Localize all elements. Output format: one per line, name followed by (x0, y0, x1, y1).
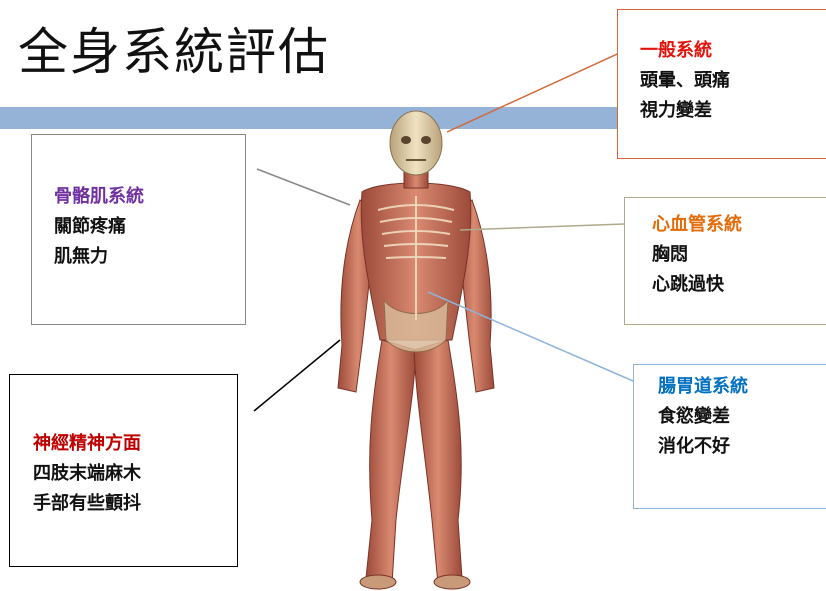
connector-cardiovascular (459, 223, 625, 231)
general-system-heading: 一般系統 (640, 40, 712, 61)
gastrointestinal-system-box: 腸胃道系統 食慾變差 消化不好 (633, 364, 826, 509)
gastrointestinal-heading: 腸胃道系統 (658, 376, 748, 397)
cardiovascular-heading: 心血管系統 (652, 214, 742, 235)
cardiovascular-symptom-1: 胸悶 (652, 244, 688, 265)
general-symptom-1: 頭暈、頭痛 (640, 70, 730, 91)
neuro-psych-symptom-2: 手部有些顫抖 (33, 493, 141, 514)
page-title: 全身系統評估 (18, 23, 330, 81)
general-system-box: 一般系統 頭暈、頭痛 視力變差 (617, 9, 826, 159)
connector-gastrointestinal (427, 291, 634, 382)
gastrointestinal-symptom-1: 食慾變差 (658, 406, 730, 427)
neuro-psych-box: 神經精神方面 四肢末端麻木 手部有些顫抖 (9, 374, 238, 567)
connector-general (446, 44, 638, 133)
general-symptom-2: 視力變差 (640, 100, 712, 121)
musculoskeletal-symptom-2: 肌無力 (54, 246, 108, 267)
musculoskeletal-heading: 骨骼肌系統 (54, 186, 144, 207)
connector-musculoskeletal (256, 168, 351, 206)
musculoskeletal-symptom-1: 關節疼痛 (54, 216, 126, 237)
musculoskeletal-system-box: 骨骼肌系統 關節疼痛 肌無力 (31, 134, 246, 325)
neuro-psych-heading: 神經精神方面 (33, 433, 141, 454)
cardiovascular-symptom-2: 心跳過快 (652, 274, 724, 295)
neuro-psych-symptom-1: 四肢末端麻木 (33, 463, 141, 484)
connector-neuro (253, 339, 341, 412)
cardiovascular-system-box: 心血管系統 胸悶 心跳過快 (624, 197, 826, 325)
gastrointestinal-symptom-2: 消化不好 (658, 436, 730, 457)
